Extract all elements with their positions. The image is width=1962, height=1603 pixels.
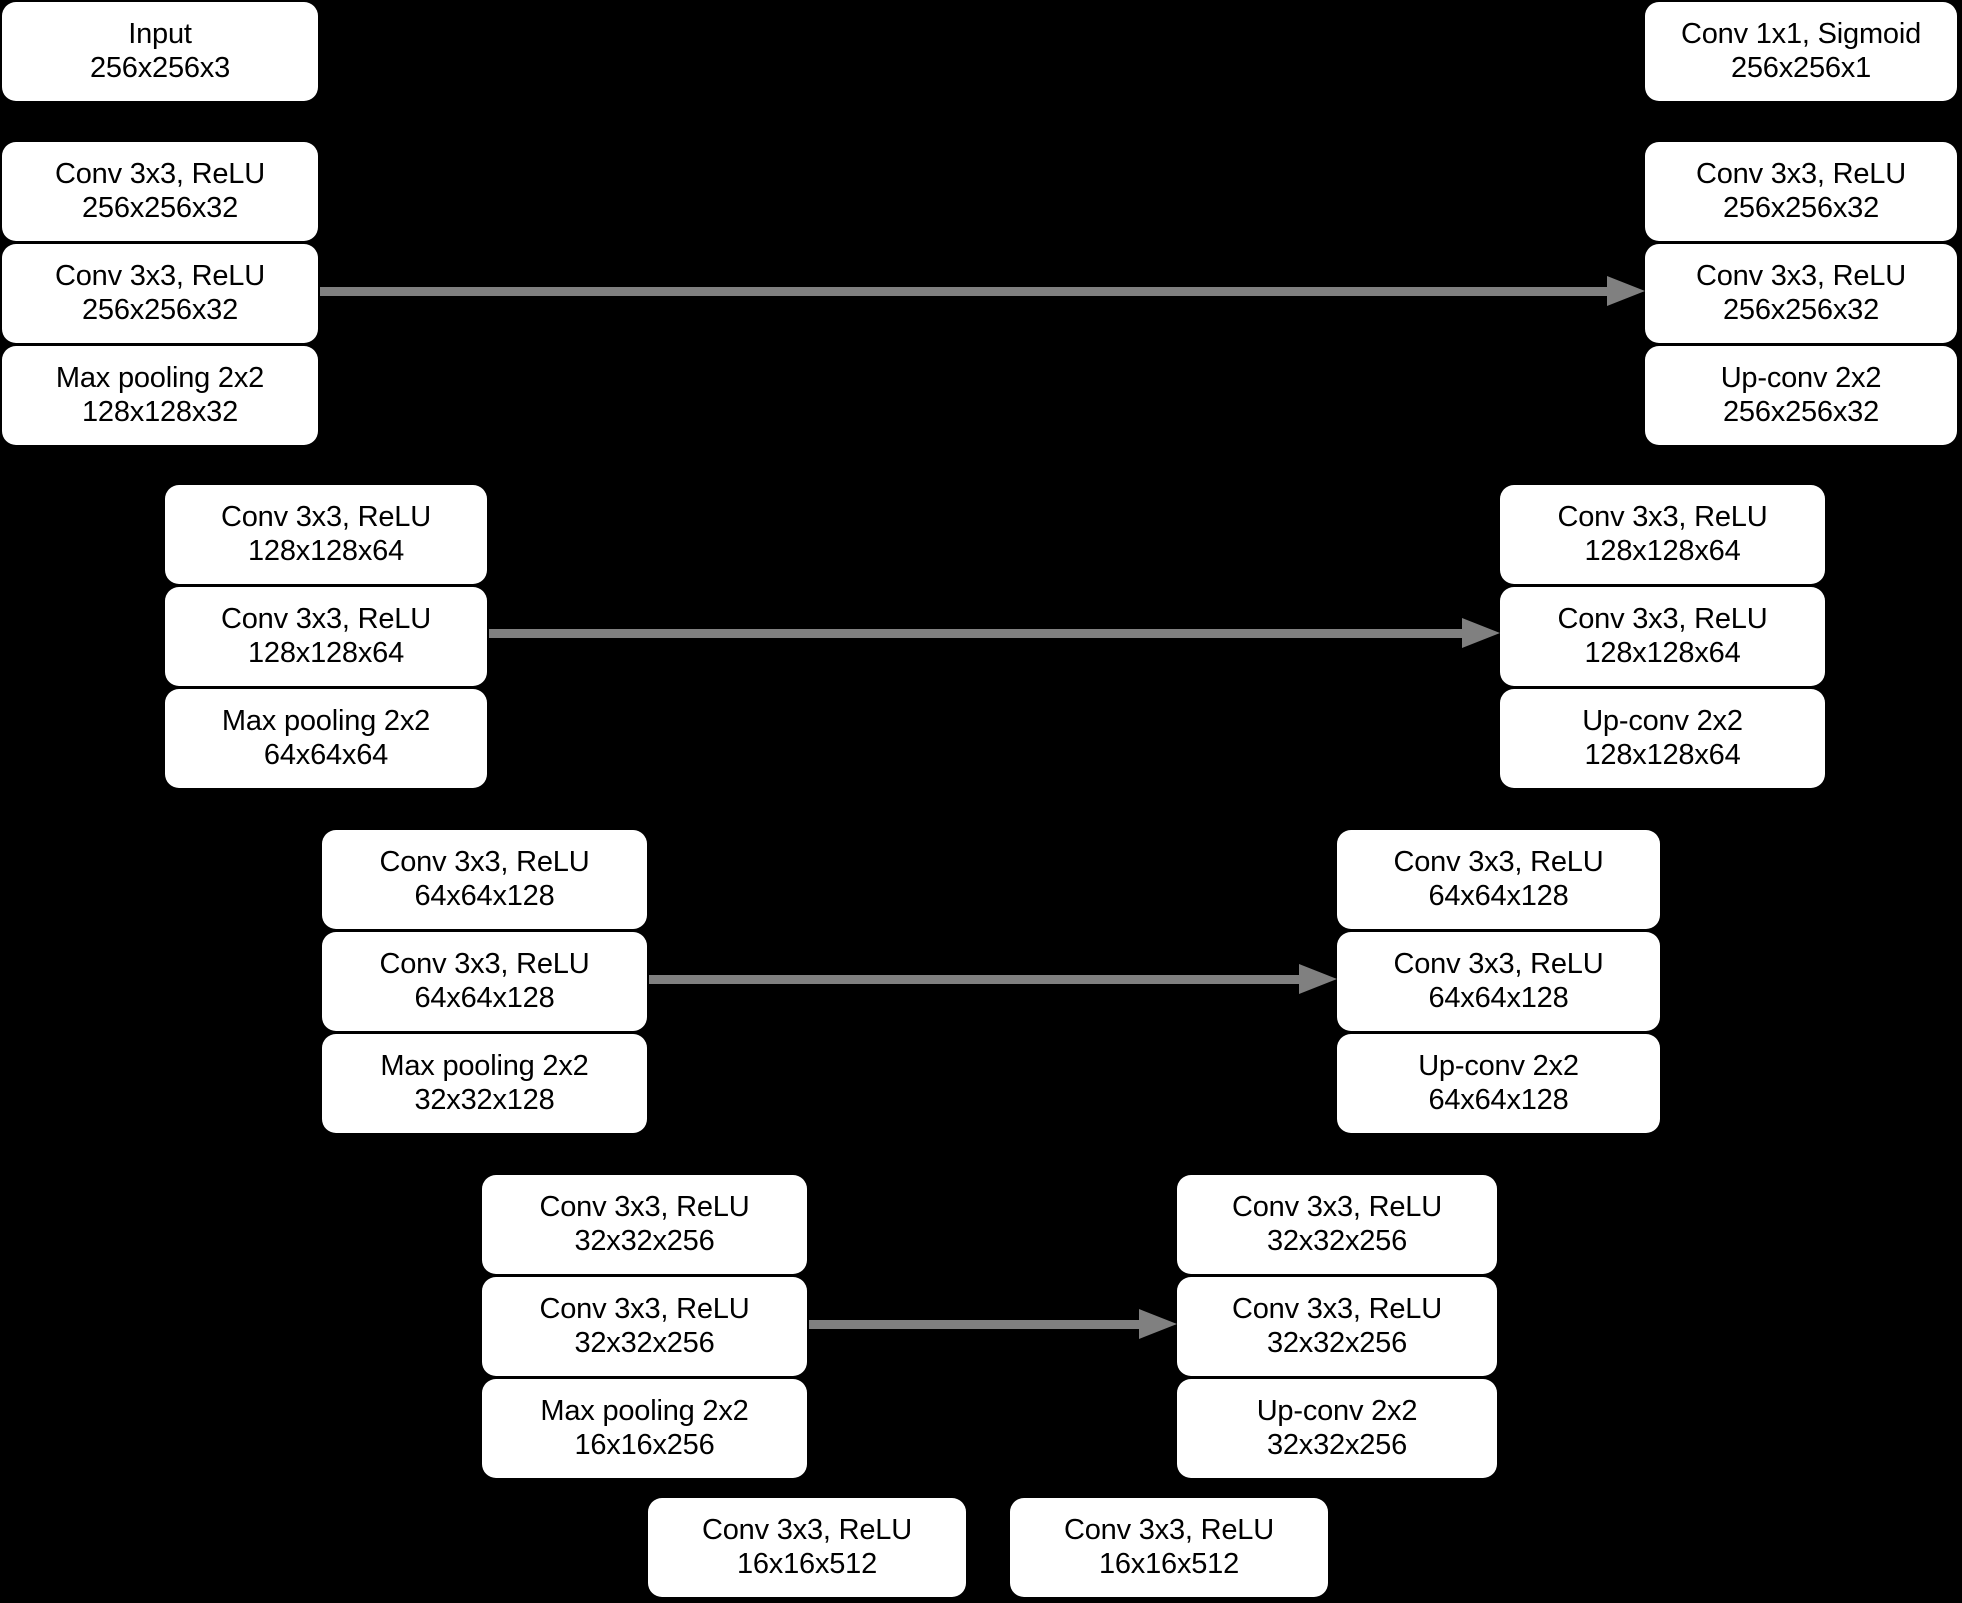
- node-enc2-pool: Max pooling 2x2 64x64x64: [165, 689, 487, 788]
- node-bottleneck-conv1-line2: 16x16x512: [736, 1547, 878, 1580]
- node-enc1-conv1-line1: Conv 3x3, ReLU: [55, 157, 265, 190]
- node-enc4-conv2-line1: Conv 3x3, ReLU: [539, 1292, 750, 1325]
- node-dec4-conv2: Conv 3x3, ReLU 32x32x256: [1177, 1277, 1497, 1376]
- skip-arrow-head-level-4: [1139, 1309, 1177, 1339]
- node-enc2-pool-line1: Max pooling 2x2: [221, 704, 431, 737]
- node-dec2-up-line2: 128x128x64: [1584, 738, 1741, 771]
- node-dec4-up: Up-conv 2x2 32x32x256: [1177, 1379, 1497, 1478]
- skip-arrow-shaft-level-3: [649, 975, 1299, 984]
- node-enc3-conv2: Conv 3x3, ReLU 64x64x128: [322, 932, 647, 1031]
- node-bottleneck-conv2-line2: 16x16x512: [1098, 1547, 1240, 1580]
- node-dec3-conv1: Conv 3x3, ReLU 64x64x128: [1337, 830, 1660, 929]
- node-enc2-pool-line2: 64x64x64: [263, 738, 389, 771]
- node-enc1-conv1: Conv 3x3, ReLU 256x256x32: [2, 142, 318, 241]
- node-dec1-conv2: Conv 3x3, ReLU 256x256x32: [1645, 244, 1957, 343]
- node-enc3-conv1-line1: Conv 3x3, ReLU: [379, 845, 590, 878]
- node-dec2-up-line1: Up-conv 2x2: [1582, 704, 1743, 737]
- node-dec4-conv2-line1: Conv 3x3, ReLU: [1232, 1292, 1442, 1325]
- node-enc4-conv2-line2: 32x32x256: [574, 1326, 715, 1359]
- node-bottleneck-conv2-line1: Conv 3x3, ReLU: [1064, 1513, 1274, 1546]
- node-dec2-conv1-line2: 128x128x64: [1584, 534, 1741, 567]
- node-enc3-conv1-line2: 64x64x128: [414, 879, 555, 912]
- node-enc4-conv1-line2: 32x32x256: [574, 1224, 715, 1257]
- node-dec3-conv1-line2: 64x64x128: [1428, 879, 1569, 912]
- skip-arrow-shaft-level-2: [489, 629, 1462, 638]
- node-enc1-conv1-line2: 256x256x32: [81, 191, 239, 224]
- skip-arrow-shaft-level-1: [320, 287, 1607, 296]
- node-dec1-up: Up-conv 2x2 256x256x32: [1645, 346, 1957, 445]
- node-enc3-conv1: Conv 3x3, ReLU 64x64x128: [322, 830, 647, 929]
- node-dec1-conv2-line1: Conv 3x3, ReLU: [1696, 259, 1906, 292]
- node-enc4-pool: Max pooling 2x2 16x16x256: [482, 1379, 807, 1478]
- node-enc2-conv1: Conv 3x3, ReLU 128x128x64: [165, 485, 487, 584]
- node-input: Input 256x256x3: [2, 2, 318, 101]
- node-dec1-conv1-line2: 256x256x32: [1722, 191, 1880, 224]
- node-enc1-pool-line2: 128x128x32: [81, 395, 239, 428]
- node-dec2-conv1: Conv 3x3, ReLU 128x128x64: [1500, 485, 1825, 584]
- skip-connection-arrow-level-4: [809, 1309, 1177, 1339]
- node-dec2-conv2: Conv 3x3, ReLU 128x128x64: [1500, 587, 1825, 686]
- skip-arrow-head-level-2: [1462, 618, 1500, 648]
- node-dec1-conv2-line2: 256x256x32: [1722, 293, 1880, 326]
- node-enc3-pool-line2: 32x32x128: [414, 1083, 555, 1116]
- node-dec2-conv1-line1: Conv 3x3, ReLU: [1557, 500, 1768, 533]
- node-enc3-conv2-line1: Conv 3x3, ReLU: [379, 947, 590, 980]
- skip-arrow-head-level-1: [1607, 276, 1645, 306]
- node-enc1-pool-line1: Max pooling 2x2: [55, 361, 265, 394]
- skip-connection-arrow-level-3: [649, 964, 1337, 994]
- node-dec1-conv1-line1: Conv 3x3, ReLU: [1696, 157, 1906, 190]
- node-enc3-pool-line1: Max pooling 2x2: [380, 1049, 589, 1082]
- node-enc4-conv1-line1: Conv 3x3, ReLU: [539, 1190, 750, 1223]
- node-enc4-conv2: Conv 3x3, ReLU 32x32x256: [482, 1277, 807, 1376]
- node-dec4-conv1-line2: 32x32x256: [1266, 1224, 1408, 1257]
- node-enc1-pool: Max pooling 2x2 128x128x32: [2, 346, 318, 445]
- node-enc4-pool-line2: 16x16x256: [574, 1428, 715, 1461]
- node-dec1-conv1: Conv 3x3, ReLU 256x256x32: [1645, 142, 1957, 241]
- node-bottleneck-conv1-line1: Conv 3x3, ReLU: [702, 1513, 912, 1546]
- node-output-line1: Conv 1x1, Sigmoid: [1681, 17, 1921, 50]
- node-enc3-pool: Max pooling 2x2 32x32x128: [322, 1034, 647, 1133]
- node-dec3-up-line2: 64x64x128: [1428, 1083, 1569, 1116]
- node-enc2-conv1-line1: Conv 3x3, ReLU: [221, 500, 431, 533]
- node-dec1-up-line2: 256x256x32: [1722, 395, 1880, 428]
- node-dec2-conv2-line2: 128x128x64: [1584, 636, 1741, 669]
- node-enc2-conv1-line2: 128x128x64: [247, 534, 405, 567]
- node-enc4-conv1: Conv 3x3, ReLU 32x32x256: [482, 1175, 807, 1274]
- node-dec3-conv2-line1: Conv 3x3, ReLU: [1393, 947, 1604, 980]
- node-enc4-pool-line1: Max pooling 2x2: [540, 1394, 749, 1427]
- skip-arrow-head-level-3: [1299, 964, 1337, 994]
- node-output: Conv 1x1, Sigmoid 256x256x1: [1645, 2, 1957, 101]
- node-enc2-conv2: Conv 3x3, ReLU 128x128x64: [165, 587, 487, 686]
- node-dec3-up-line1: Up-conv 2x2: [1418, 1049, 1579, 1082]
- node-bottleneck-conv2: Conv 3x3, ReLU 16x16x512: [1010, 1498, 1328, 1597]
- node-dec3-conv2: Conv 3x3, ReLU 64x64x128: [1337, 932, 1660, 1031]
- node-enc1-conv2: Conv 3x3, ReLU 256x256x32: [2, 244, 318, 343]
- node-dec4-conv1: Conv 3x3, ReLU 32x32x256: [1177, 1175, 1497, 1274]
- node-enc2-conv2-line2: 128x128x64: [247, 636, 405, 669]
- node-dec4-up-line2: 32x32x256: [1266, 1428, 1408, 1461]
- node-enc2-conv2-line1: Conv 3x3, ReLU: [221, 602, 431, 635]
- node-output-line2: 256x256x1: [1730, 51, 1872, 84]
- node-enc1-conv2-line1: Conv 3x3, ReLU: [55, 259, 265, 292]
- node-dec4-up-line1: Up-conv 2x2: [1256, 1394, 1418, 1427]
- node-bottleneck-conv1: Conv 3x3, ReLU 16x16x512: [648, 1498, 966, 1597]
- node-dec3-conv1-line1: Conv 3x3, ReLU: [1393, 845, 1604, 878]
- skip-connection-arrow-level-2: [489, 618, 1500, 648]
- node-dec1-up-line1: Up-conv 2x2: [1720, 361, 1882, 394]
- node-dec2-up: Up-conv 2x2 128x128x64: [1500, 689, 1825, 788]
- node-dec3-conv2-line2: 64x64x128: [1428, 981, 1569, 1014]
- node-input-line1: Input: [128, 17, 192, 50]
- node-enc3-conv2-line2: 64x64x128: [414, 981, 555, 1014]
- node-input-line2: 256x256x3: [89, 51, 231, 84]
- node-dec4-conv2-line2: 32x32x256: [1266, 1326, 1408, 1359]
- node-dec3-up: Up-conv 2x2 64x64x128: [1337, 1034, 1660, 1133]
- node-dec2-conv2-line1: Conv 3x3, ReLU: [1557, 602, 1768, 635]
- node-dec4-conv1-line1: Conv 3x3, ReLU: [1232, 1190, 1442, 1223]
- node-enc1-conv2-line2: 256x256x32: [81, 293, 239, 326]
- skip-connection-arrow-level-1: [320, 276, 1645, 306]
- skip-arrow-shaft-level-4: [809, 1320, 1139, 1329]
